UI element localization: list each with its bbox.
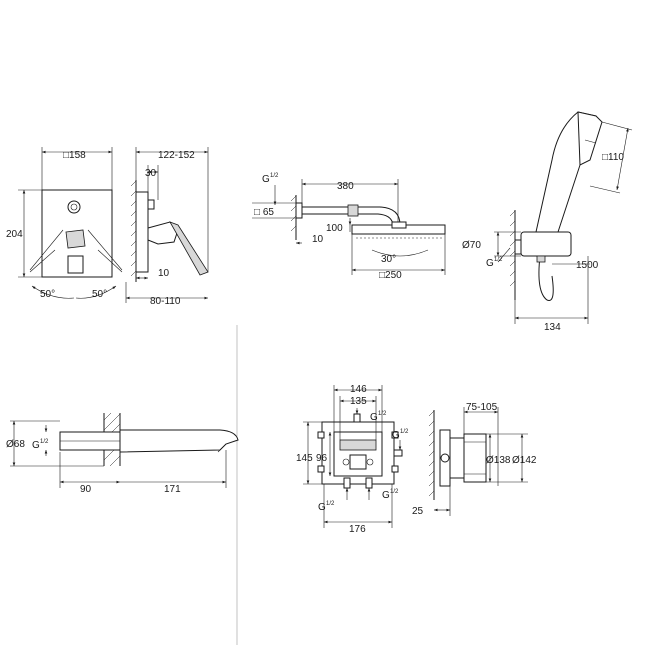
- mixer-angle-left: 50°: [40, 289, 55, 300]
- mixer-offset-30: 30: [145, 168, 157, 179]
- shower-arm-view: [252, 179, 446, 275]
- arm-flange: □ 65: [254, 207, 274, 218]
- hand-hose-length: 1500: [576, 260, 599, 271]
- mixer-depth-range: 122-152: [158, 150, 195, 161]
- rough-side-depth: 75-105: [466, 402, 498, 413]
- hand-shower-view: [494, 111, 633, 324]
- rough-thread-frac-bottom-left: 1/2: [326, 501, 335, 507]
- mixer-width-label: □158: [63, 150, 86, 161]
- rough-thread-g-top: G: [370, 412, 378, 423]
- rough-thread-frac-bottom-right: 1/2: [390, 489, 399, 495]
- arm-head-drop: 100: [326, 223, 343, 234]
- mixer-height-label: 204: [6, 229, 23, 240]
- arm-head-size: □250: [379, 270, 402, 281]
- mixer-wall-range: 80-110: [150, 296, 181, 307]
- mixer-side-view: [125, 147, 209, 303]
- rough-width-135: 135: [350, 396, 367, 407]
- rough-in-side-view: [428, 407, 528, 516]
- spout-dia: Ø68: [6, 439, 25, 450]
- rough-thread-frac-side: 1/2: [400, 429, 409, 435]
- rough-width-176: 176: [349, 524, 366, 535]
- hand-thread-g: G: [486, 258, 494, 269]
- hand-projection: 134: [544, 322, 561, 333]
- mixer-angle-right: 50°: [92, 289, 107, 300]
- arm-length: 380: [337, 181, 354, 192]
- hand-thread-frac: 1/2: [494, 257, 503, 263]
- mixer-offset-10: 10: [158, 268, 170, 279]
- rough-width-146: 146: [350, 384, 367, 395]
- arm-tilt: 30°: [381, 254, 396, 265]
- hand-head-size: □110: [602, 152, 624, 163]
- arm-offset-10: 10: [312, 234, 324, 245]
- spout-wall-part: 90: [80, 484, 92, 495]
- arm-thread-g: G: [262, 174, 270, 185]
- mixer-handle: [65, 229, 86, 249]
- spout-length: 171: [164, 484, 181, 495]
- rough-thread-g-side: G: [392, 430, 400, 441]
- rough-thread-g-bottom-right: G: [382, 490, 390, 501]
- rough-height-96: 96: [316, 453, 328, 464]
- hand-outlet-dia: Ø70: [462, 240, 481, 251]
- rough-side-dia-138: Ø138: [486, 455, 511, 466]
- spout-view: [10, 412, 239, 488]
- spout-thread-g: G: [32, 440, 40, 451]
- arm-thread-frac: 1/2: [270, 173, 279, 179]
- rough-thread-frac-top: 1/2: [378, 411, 387, 417]
- mixer-lever: [169, 221, 209, 276]
- spout-thread-frac: 1/2: [40, 439, 49, 445]
- mixer-front-view: [18, 147, 123, 299]
- rough-thread-g-bottom-left: G: [318, 502, 326, 513]
- rough-side-offset-25: 25: [412, 506, 424, 517]
- rough-height-145: 145: [296, 453, 313, 464]
- rough-in-front-view: [303, 385, 403, 528]
- rough-side-dia-142: Ø142: [512, 455, 537, 466]
